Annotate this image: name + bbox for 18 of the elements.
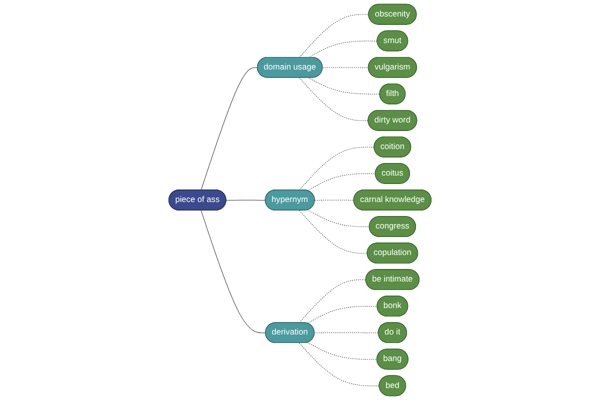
connector bbox=[299, 14, 369, 58]
connector bbox=[314, 332, 379, 334]
connector bbox=[307, 210, 370, 228]
connector bbox=[299, 280, 366, 324]
connector bbox=[307, 306, 378, 324]
connector bbox=[299, 146, 374, 190]
connector bbox=[308, 78, 380, 94]
connector bbox=[322, 67, 369, 68]
connector bbox=[200, 67, 258, 190]
connector bbox=[307, 342, 378, 360]
connector bbox=[226, 200, 266, 201]
connector bbox=[200, 210, 266, 334]
connector bbox=[299, 210, 368, 254]
connector bbox=[308, 40, 378, 58]
connector bbox=[299, 342, 380, 386]
connector bbox=[299, 78, 368, 121]
connector bbox=[307, 173, 376, 191]
connector bbox=[314, 200, 354, 201]
